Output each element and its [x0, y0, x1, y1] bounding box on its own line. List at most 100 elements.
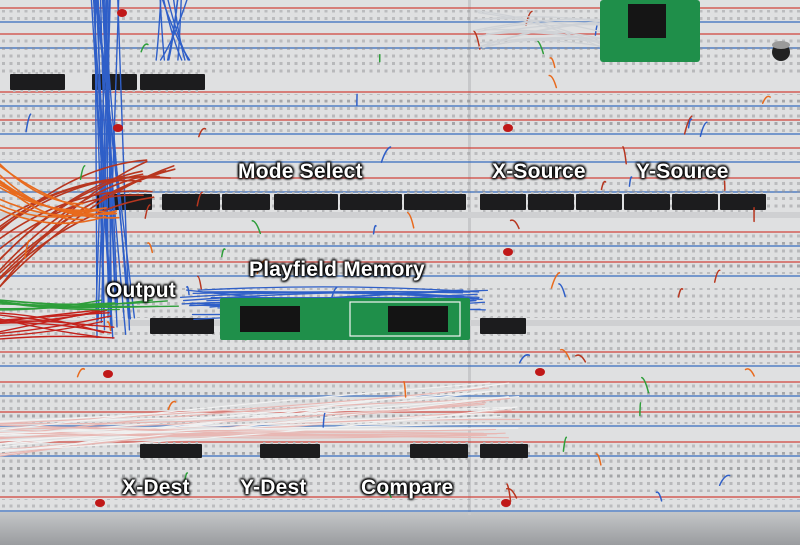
- chip-pin: [350, 210, 353, 212]
- chip-pin: [205, 334, 208, 336]
- chip-pin: [195, 192, 198, 194]
- chip-body: [576, 194, 622, 210]
- jumper-wire: [0, 175, 172, 222]
- chip-pin: [520, 192, 523, 194]
- jumper-wire: [509, 219, 520, 230]
- chip-pin: [188, 90, 191, 92]
- board-extras: [95, 0, 790, 507]
- jumper-wire: [0, 208, 107, 225]
- jumper-wire: [677, 287, 684, 298]
- chip-pin: [43, 90, 46, 92]
- chip-pin: [513, 334, 516, 336]
- chip-body: [10, 74, 65, 90]
- jumper-wire: [0, 315, 112, 335]
- chip-pin: [187, 192, 190, 194]
- chip-pin: [657, 192, 660, 194]
- chip-pin: [531, 192, 534, 194]
- chip-pin: [121, 210, 124, 212]
- chip-pin: [365, 210, 368, 212]
- chip-pin: [498, 334, 501, 336]
- compare-label: Compare: [361, 476, 454, 499]
- chip-pin: [420, 442, 423, 444]
- x-source-label: X-Source: [492, 160, 586, 183]
- chip-pin: [293, 442, 296, 444]
- jumper-wire: [761, 95, 771, 105]
- chip-pin: [308, 458, 311, 460]
- chip-pin: [285, 442, 288, 444]
- chip-pin: [232, 210, 235, 212]
- rail-holes: [0, 180, 800, 190]
- jumper-wire: [0, 322, 112, 334]
- chip-pin: [586, 192, 589, 194]
- chip-pin: [180, 192, 183, 194]
- chip-pin: [483, 316, 486, 318]
- chip-pin: [690, 192, 693, 194]
- y-dest-chip: [260, 442, 320, 460]
- red-led: [117, 9, 127, 17]
- jumper-wire: [256, 259, 267, 275]
- chip-pin: [117, 72, 120, 74]
- jumper-wire: [558, 283, 566, 298]
- chip-pin: [307, 210, 310, 212]
- jumper-wire: [106, 321, 112, 332]
- chip-pin: [373, 192, 376, 194]
- jumper-wire: [506, 483, 512, 502]
- jumper-wire: [196, 191, 203, 207]
- chip-pin: [723, 210, 726, 212]
- jumper-wire: [0, 395, 509, 453]
- chip-pin: [210, 192, 213, 194]
- chip-pin: [730, 210, 733, 212]
- jumper-wire: [595, 453, 602, 466]
- chip-pin: [262, 192, 265, 194]
- jumper-wire: [0, 432, 485, 439]
- chip-pin: [520, 442, 523, 444]
- rail-holes: [0, 384, 800, 394]
- chip-pin: [452, 210, 455, 212]
- jumper-wire: [167, 400, 177, 411]
- jumper-wire: [221, 248, 226, 258]
- chip-pin: [195, 442, 198, 444]
- chip-pin: [180, 442, 183, 444]
- chip-pin: [247, 192, 250, 194]
- jumper-wire: [485, 30, 602, 39]
- chip-pin: [538, 210, 541, 212]
- chip-body: [480, 444, 528, 458]
- chip-pin: [388, 192, 391, 194]
- chip-pin: [217, 210, 220, 212]
- chip-pin: [465, 442, 468, 444]
- pcb-outline: [349, 301, 461, 337]
- chip-pin: [682, 210, 685, 212]
- jumper-wire: [550, 271, 561, 289]
- chip-pin: [225, 192, 228, 194]
- chip-pin: [165, 210, 168, 212]
- chip-pin: [657, 210, 660, 212]
- red-led: [503, 248, 513, 256]
- jumper-wire: [687, 118, 693, 129]
- chip-pin: [490, 442, 493, 444]
- jumper-wire: [639, 402, 642, 417]
- chip-pin: [642, 192, 645, 194]
- chip-pin: [175, 334, 178, 336]
- jumper-wire: [0, 402, 487, 425]
- jumper-wire: [518, 354, 531, 364]
- jumper-wire: [0, 320, 104, 337]
- jumper-wire: [0, 382, 491, 431]
- chip-pin: [513, 210, 516, 212]
- chip-pin: [125, 72, 128, 74]
- chip-pin: [428, 458, 431, 460]
- chip-pin: [443, 458, 446, 460]
- chip-pin: [450, 458, 453, 460]
- chip-pin: [322, 210, 325, 212]
- chip-pin: [160, 316, 163, 318]
- chip-pin: [483, 442, 486, 444]
- chip-pin: [505, 442, 508, 444]
- chip-pin: [579, 192, 582, 194]
- chip-pin: [738, 210, 741, 212]
- jumper-wire: [477, 12, 603, 49]
- chip-pin: [642, 210, 645, 212]
- chip-pin: [158, 72, 161, 74]
- chip-pin: [314, 192, 317, 194]
- jumper-wire: [0, 160, 148, 288]
- red-led: [501, 499, 511, 507]
